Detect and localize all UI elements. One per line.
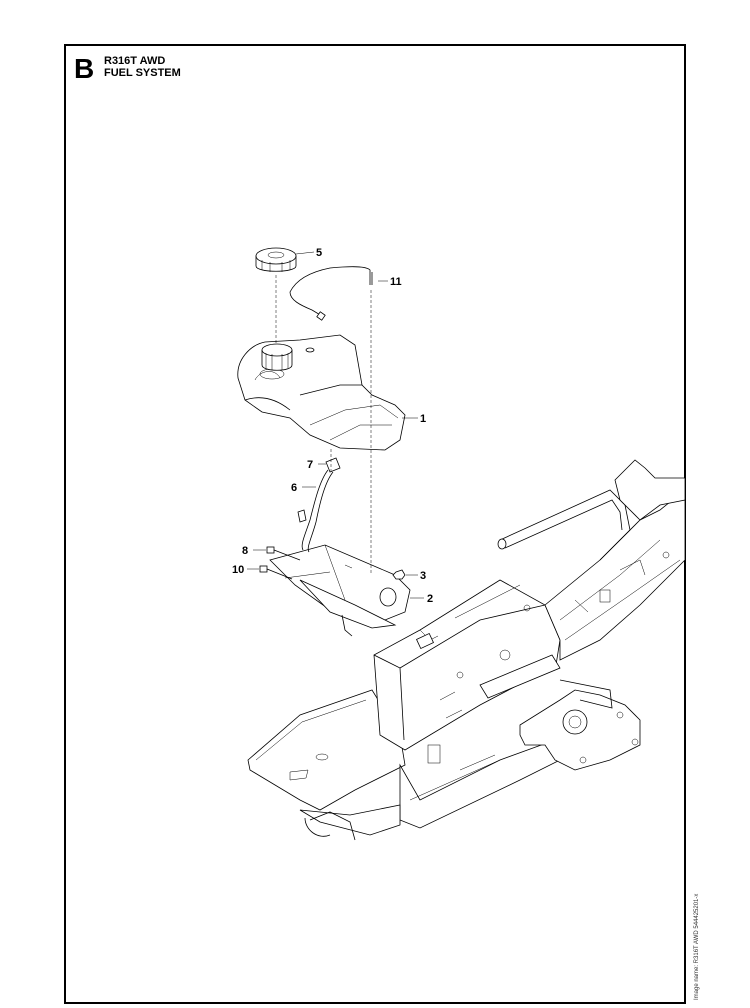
screw-8 (266, 546, 301, 561)
screw-10 (259, 565, 293, 580)
hose-fitting (325, 457, 341, 473)
callout-5: 5 (316, 247, 322, 259)
leader-lines (247, 251, 424, 599)
callout-7: 7 (307, 459, 313, 471)
fuel-tank (237, 334, 406, 451)
vent-hose (289, 266, 373, 321)
model-title: R316T AWD (104, 55, 166, 67)
tank-bracket (269, 544, 411, 637)
chassis-frame (247, 459, 686, 841)
callout-8: 8 (242, 545, 248, 557)
callout-10: 10 (232, 564, 244, 576)
system-title: FUEL SYSTEM (104, 67, 181, 79)
callout-2: 2 (427, 593, 433, 605)
callout-6: 6 (291, 482, 297, 494)
section-letter: B (74, 53, 95, 84)
callout-1: 1 (420, 413, 426, 425)
callout-3: 3 (420, 570, 426, 582)
nut (392, 569, 406, 580)
fuel-hose (297, 469, 334, 553)
title-block: R316T AWD FUEL SYSTEM (104, 55, 181, 79)
fuel-cap (255, 247, 297, 272)
callout-11: 11 (390, 276, 402, 288)
